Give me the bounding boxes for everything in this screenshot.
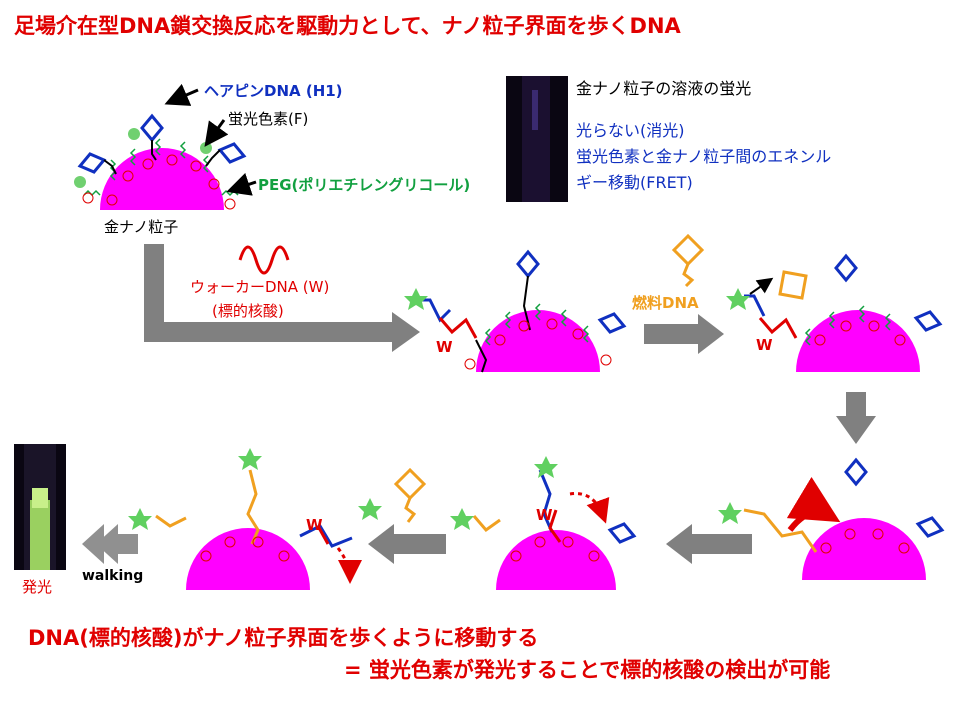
label-walking: walking (82, 568, 144, 584)
solution-line2: 蛍光色素と金ナノ粒子間のエネンル (576, 147, 832, 166)
label-target: (標的核酸) (212, 302, 284, 320)
nanoparticle-1 (74, 113, 247, 210)
process-arrow-down (836, 392, 876, 444)
solution-image-quenched (506, 76, 568, 202)
walker-tag-5: W (536, 506, 553, 524)
label-hairpin: ヘアピンDNA (H1) (204, 82, 343, 100)
solution-heading: 金ナノ粒子の溶液の蛍光 (576, 79, 752, 98)
walking-chevrons (82, 524, 138, 564)
label-fuel: 燃料DNA (632, 294, 699, 312)
label-fluorophore: 蛍光色素(F) (228, 110, 309, 128)
nanoparticle-2 (404, 249, 627, 373)
walker-dna-icon (238, 245, 290, 275)
conclusion-line1: DNA(標的核酸)がナノ粒子界面を歩くように移動する (28, 626, 539, 650)
process-arrow-2 (644, 314, 724, 354)
solution-line3: ギー移動(FRET) (576, 173, 693, 192)
walker-tag-2: W (436, 338, 453, 356)
nanoparticle-6 (128, 448, 382, 590)
process-arrow-1 (144, 244, 420, 352)
label-emission: 発光 (22, 578, 53, 596)
nanoparticle-4 (718, 457, 945, 580)
page-title: 足場介在型DNA鎖交換反応を駆動力として、ナノ粒子界面を歩くDNA (14, 14, 681, 38)
fluorophore-star-icon (404, 288, 428, 310)
conclusion-line2: = 蛍光色素が発光することで標的核酸の検出が可能 (344, 658, 831, 682)
walker-tag-3: W (756, 336, 773, 354)
label-walker: ウォーカーDNA (W) (190, 278, 330, 296)
nanoparticle-5 (450, 456, 637, 590)
label-gold-np: 金ナノ粒子 (104, 218, 179, 236)
solution-line1: 光らない(消光) (576, 121, 685, 140)
process-arrow-left-4 (368, 524, 446, 564)
nanoparticle-3 (726, 253, 943, 372)
solution-image-emission (14, 444, 66, 570)
process-arrow-left-3 (666, 524, 752, 564)
walker-tag-6: W (306, 516, 323, 534)
label-peg: PEG(ポリエチレングリコール) (258, 176, 471, 194)
fuel-dna-icon (671, 233, 705, 288)
